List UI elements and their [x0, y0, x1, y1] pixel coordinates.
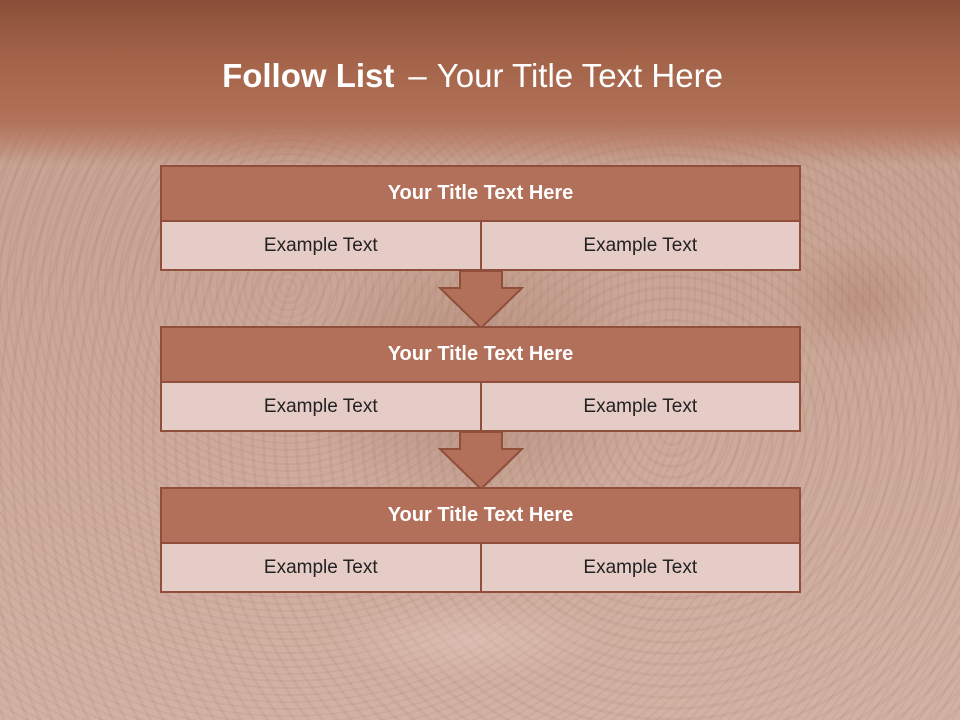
slide-title-rest: Your Title Text Here	[436, 57, 723, 94]
list-block-3: Your Title Text Here Example Text Exampl…	[160, 487, 801, 593]
header-band	[0, 0, 960, 165]
block-title: Your Title Text Here	[160, 165, 801, 222]
block-cell-left: Example Text	[160, 222, 482, 271]
slide-title-separator: –	[408, 57, 427, 94]
block-cell-right: Example Text	[481, 383, 801, 432]
block-title: Your Title Text Here	[160, 326, 801, 383]
block-row: Example Text Example Text	[160, 383, 801, 432]
down-arrow-1	[438, 270, 524, 330]
block-cell-left: Example Text	[160, 383, 482, 432]
block-row: Example Text Example Text	[160, 222, 801, 271]
block-cell-right: Example Text	[481, 222, 801, 271]
list-block-1: Your Title Text Here Example Text Exampl…	[160, 165, 801, 271]
block-cell-left: Example Text	[160, 544, 482, 593]
block-row: Example Text Example Text	[160, 544, 801, 593]
down-arrow-2	[438, 431, 524, 491]
slide-title: Follow List–Your Title Text Here	[0, 56, 945, 96]
block-cell-right: Example Text	[481, 544, 801, 593]
block-title: Your Title Text Here	[160, 487, 801, 544]
slide-title-bold: Follow List	[222, 57, 395, 94]
list-block-2: Your Title Text Here Example Text Exampl…	[160, 326, 801, 432]
